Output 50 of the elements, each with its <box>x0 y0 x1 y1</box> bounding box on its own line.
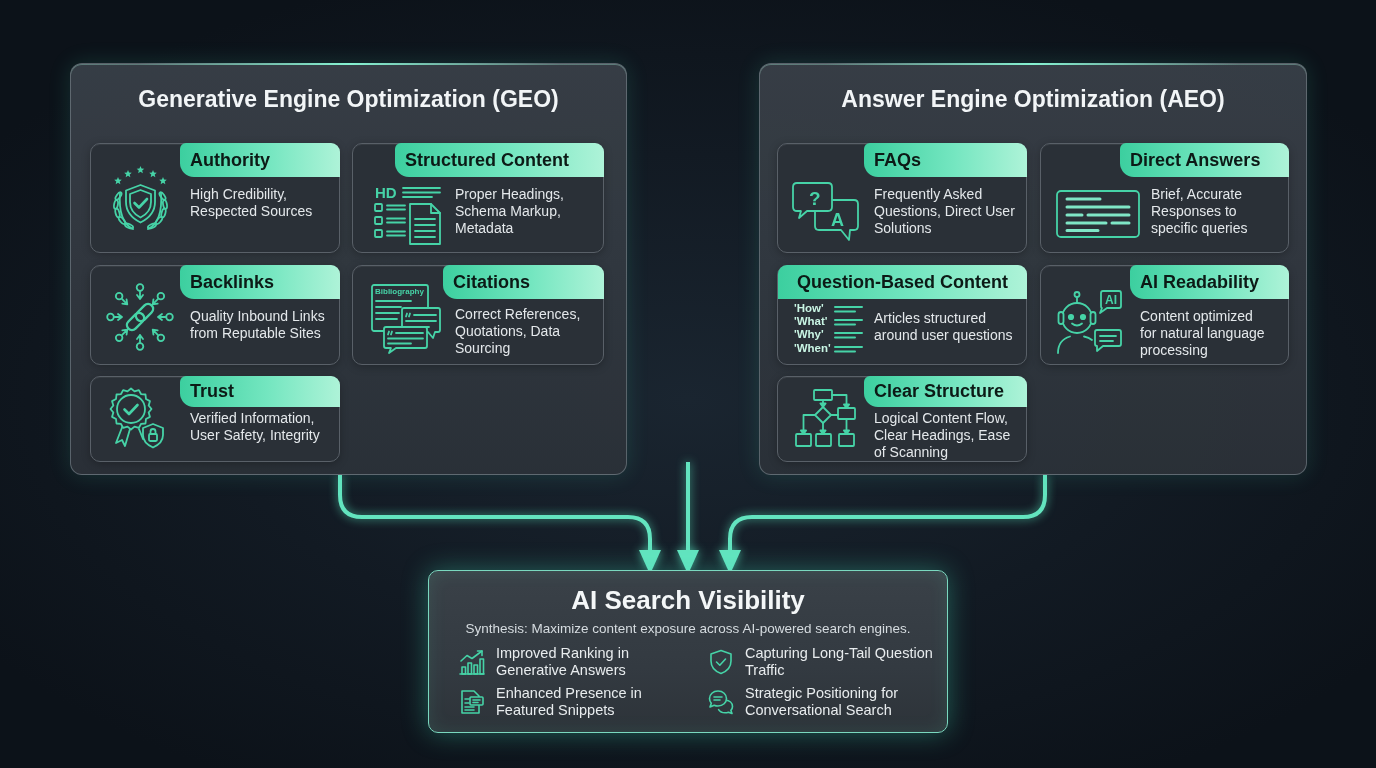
benefit-text: Strategic Positioning for Conversational Search <box>745 685 900 719</box>
card-header: Structured Content <box>395 143 604 177</box>
feature-card <box>777 143 1027 253</box>
section-panel <box>759 63 1307 475</box>
icon-text: AI <box>1105 294 1117 306</box>
card-header: Citations <box>443 265 604 299</box>
feature-card <box>777 265 1027 365</box>
panel-title: Generative Engine Optimization (GEO) <box>137 85 560 114</box>
icon-text: 'What' <box>794 316 828 328</box>
card-description: High Credibility, Respected Sources <box>190 186 314 220</box>
feature-card <box>777 376 1027 462</box>
card-header: Question-Based Content <box>778 265 1027 299</box>
summary-text: Synthesis: Maximize content exposure across AI-powered search engines. <box>464 620 912 638</box>
icon-text: Bibliography <box>375 288 424 296</box>
card-description: Frequently Asked Questions, Direct User Solutions <box>874 186 1016 237</box>
feature-card <box>352 265 604 365</box>
feature-card <box>90 265 340 365</box>
benefit-text: Enhanced Presence in Featured Snippets <box>496 685 643 719</box>
icon-text: 'How' <box>794 303 824 315</box>
card-description: Verified Information, User Safety, Integrity <box>190 410 321 444</box>
icon-text: 'When' <box>794 343 831 355</box>
feature-card <box>352 143 604 253</box>
feature-card <box>90 143 340 253</box>
benefit-text: Capturing Long-Tail Question Traffic <box>745 645 934 679</box>
card-header: Direct Answers <box>1120 143 1289 177</box>
card-description: Brief, Accurate Responses to specific queries <box>1151 186 1249 237</box>
icon-text: ? <box>809 189 821 208</box>
card-description: Correct References, Quotations, Data Sourcing <box>455 306 582 357</box>
card-header: AI Readability <box>1130 265 1289 299</box>
feature-card <box>90 376 340 462</box>
card-header: FAQs <box>864 143 1027 177</box>
feature-card <box>1040 265 1289 365</box>
panel-title: AI Search Visibility <box>570 584 806 616</box>
icon-text: A <box>831 211 844 229</box>
card-description: Quality Inbound Links from Reputable Sites <box>190 308 326 342</box>
result-panel <box>428 570 948 733</box>
card-description: Content optimized for natural language processing <box>1140 308 1266 359</box>
card-description: Articles structured around user questions <box>874 310 1014 344</box>
card-description: Logical Content Flow, Clear Headings, Ease of Scanning <box>874 410 1012 461</box>
card-description: Proper Headings, Schema Markup, Metadata <box>455 186 565 237</box>
panel-title: Answer Engine Optimization (AEO) <box>840 85 1226 114</box>
card-header: Trust <box>180 376 340 407</box>
card-header: Backlinks <box>180 265 340 299</box>
card-header: Clear Structure <box>864 376 1027 407</box>
feature-card <box>1040 143 1289 253</box>
icon-text: 'Why' <box>794 329 824 341</box>
section-panel <box>70 63 627 475</box>
icon-text: HD <box>375 185 397 200</box>
benefit-text: Improved Ranking in Generative Answers <box>496 645 630 679</box>
card-header: Authority <box>180 143 340 177</box>
